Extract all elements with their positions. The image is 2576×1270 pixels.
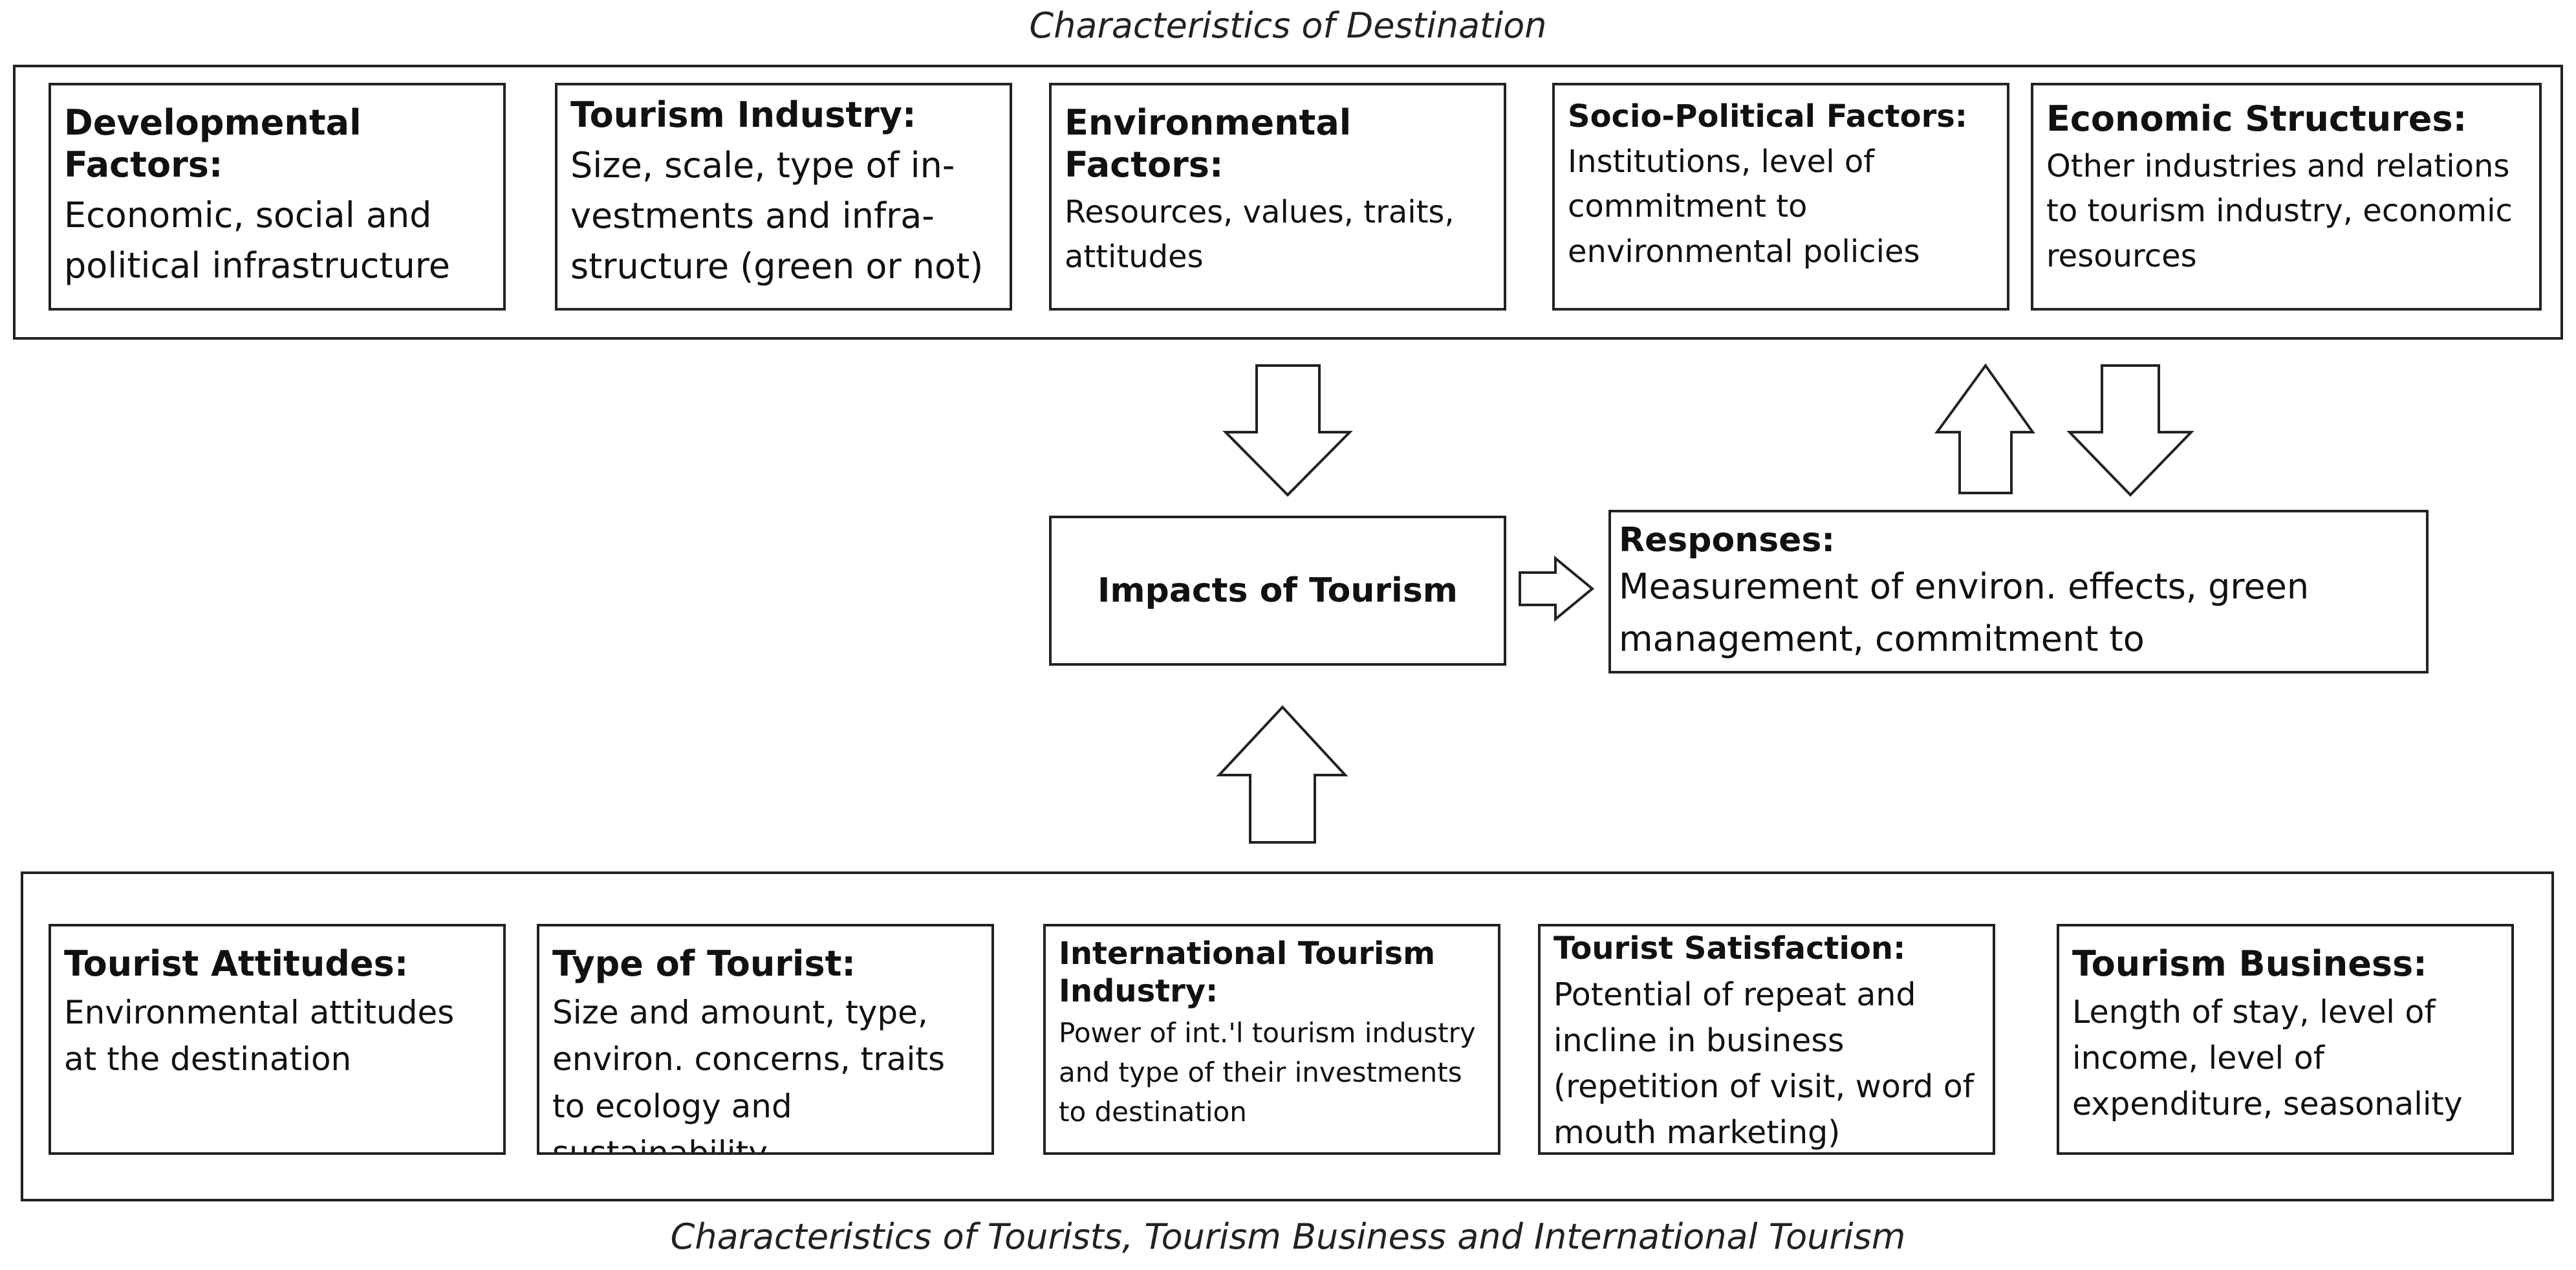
arrow-down-to-impacts: [1222, 364, 1353, 497]
impacts-box: Impacts of Tourism: [1049, 516, 1506, 666]
impacts-title: Impacts of Tourism: [1098, 571, 1458, 610]
tourist-satisfaction-title: Tourist Satisfaction:: [1553, 930, 1906, 967]
tourism-industry-box: Tourism Industry: Size, scale, type of i…: [555, 83, 1012, 311]
developmental-factors-title: Developmental Factors:: [64, 102, 362, 185]
economic-structures-box: Economic Structures: Other industries an…: [2031, 83, 2542, 311]
tourist-attitudes-box: Tourist Attitudes: Environmental attitud…: [49, 924, 506, 1155]
economic-structures-body: Other industries and relations to touris…: [2046, 148, 2513, 274]
bottom-caption: Characteristics of Tourists, Tourism Bus…: [670, 1216, 1906, 1257]
arrow-down-to-responses: [2066, 364, 2194, 497]
environmental-factors-box: Environmental Factors: Resources, values…: [1049, 83, 1506, 311]
tourism-business-title: Tourism Business:: [2072, 943, 2427, 984]
responses-title: Responses:: [1619, 521, 1835, 560]
tourism-business-body: Length of stay, level of income, level o…: [2072, 993, 2463, 1122]
tourist-satisfaction-box: Tourist Satisfaction: Potential of repea…: [1538, 924, 1995, 1155]
responses-body: Measurement of environ. effects, green m…: [1619, 566, 2310, 660]
type-of-tourist-box: Type of Tourist: Size and amount, type, …: [537, 924, 994, 1155]
international-tourism-industry-body: Power of int.'l tourism industry and typ…: [1059, 1017, 1476, 1128]
arrow-up-to-impacts: [1216, 705, 1348, 844]
environmental-factors-body: Resources, values, traits, attitudes: [1065, 193, 1455, 276]
tourist-attitudes-body: Environmental attitudes at the destinati…: [64, 993, 455, 1078]
economic-structures-title: Economic Structures:: [2046, 98, 2467, 139]
arrow-right-to-responses: [1519, 555, 1595, 622]
tourism-industry-title: Tourism Industry:: [570, 94, 916, 135]
tourism-industry-body: Size, scale, type of in- vestments and i…: [570, 144, 984, 287]
developmental-factors-box: Developmental Factors: Economic, social …: [49, 83, 506, 311]
socio-political-factors-box: Socio-Political Factors: Institutions, l…: [1552, 83, 2009, 311]
socio-political-factors-title: Socio-Political Factors:: [1568, 98, 1967, 135]
top-caption: Characteristics of Destination: [1029, 5, 1547, 46]
type-of-tourist-title: Type of Tourist:: [552, 943, 856, 984]
arrow-up-to-destination: [1934, 363, 2035, 494]
responses-box: Responses: Measurement of environ. effec…: [1608, 510, 2429, 673]
international-tourism-industry-title: International Tourism Industry:: [1059, 936, 1436, 1009]
type-of-tourist-body: Size and amount, type, environ. concerns…: [552, 993, 946, 1155]
socio-political-factors-body: Institutions, level of commitment to env…: [1568, 143, 1920, 270]
tourism-business-box: Tourism Business: Length of stay, level …: [2057, 924, 2514, 1155]
tourist-attitudes-title: Tourist Attitudes:: [64, 943, 409, 984]
developmental-factors-body: Economic, social and political infrastru…: [64, 194, 451, 286]
international-tourism-industry-box: International Tourism Industry: Power of…: [1043, 924, 1500, 1155]
tourist-satisfaction-body: Potential of repeat and incline in busin…: [1553, 976, 1975, 1151]
environmental-factors-title: Environmental Factors:: [1065, 102, 1352, 185]
